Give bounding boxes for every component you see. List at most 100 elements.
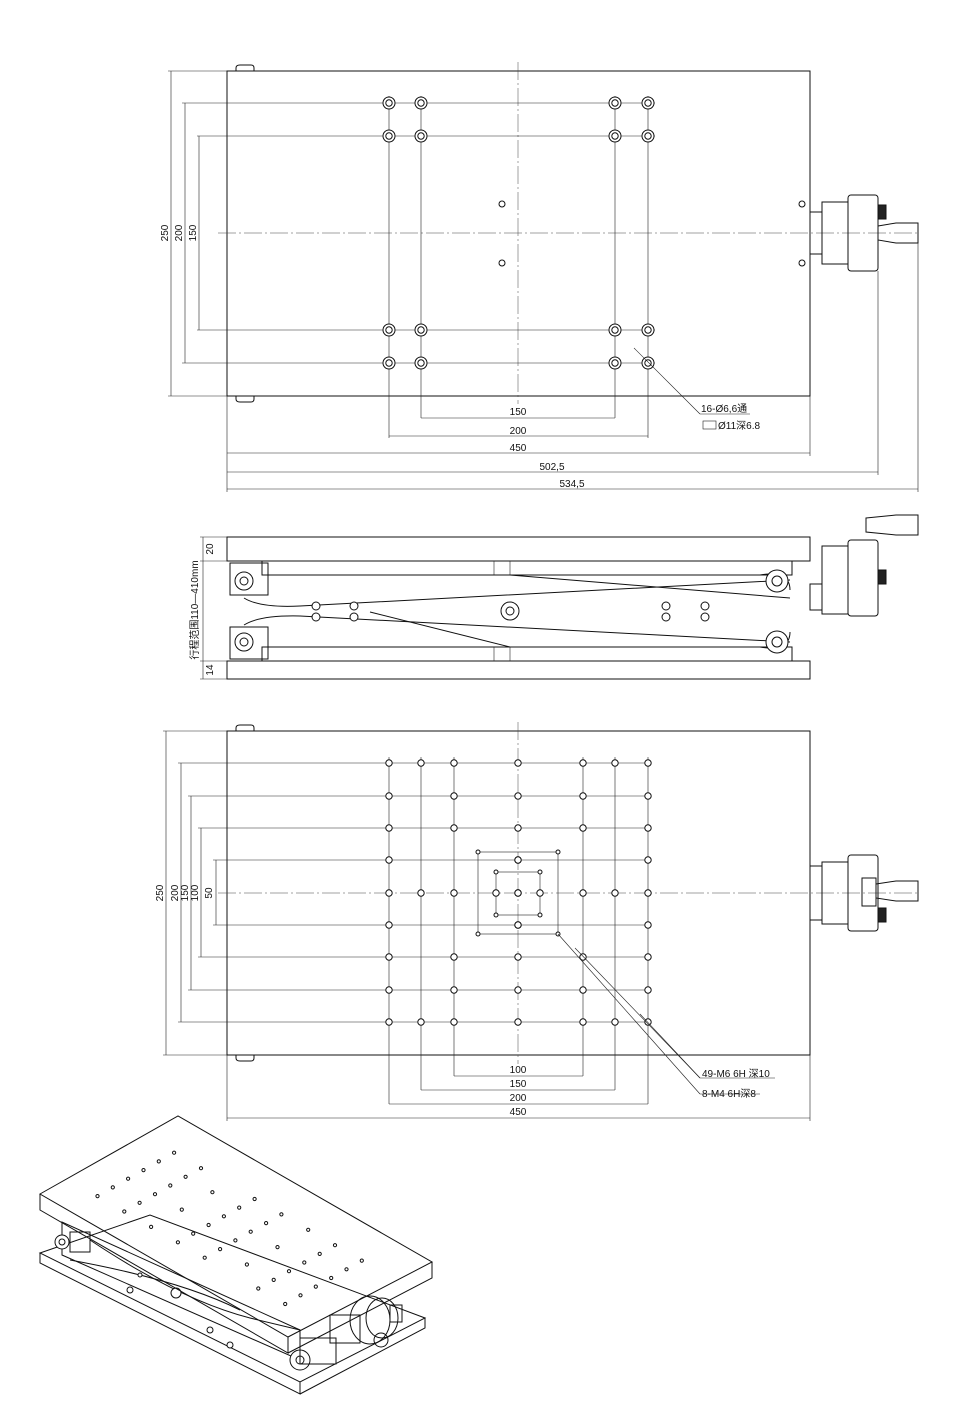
iso-hole: [233, 1238, 238, 1243]
dim-top-200-vertical: 200: [174, 224, 185, 241]
side-view-bottom-plate: [226, 660, 811, 680]
m4-hole: [475, 931, 481, 937]
dim-top-534-5: 534,5: [559, 479, 584, 490]
side-view-upper-rail: [261, 560, 793, 576]
m6-hole: [417, 889, 425, 897]
dim-top-150: 150: [510, 407, 527, 418]
iso-hole: [317, 1251, 322, 1257]
m6-hole: [450, 1018, 458, 1026]
bottom-view: 100 150 200 450 250 200 150 100 50 49-M6…: [155, 722, 920, 1121]
iso-hole: [283, 1301, 288, 1307]
small-hole: [798, 200, 806, 208]
counterbore-hole: [414, 356, 428, 370]
m6-hole: [385, 856, 393, 864]
m6-hole: [579, 953, 587, 961]
callout-counterbore: Ø11深6.8: [718, 420, 760, 432]
m4-hole: [537, 912, 543, 918]
iso-hole: [198, 1166, 204, 1171]
dim-bottom-100-vertical: 100: [190, 884, 201, 901]
iso-top-plate: [38, 1115, 434, 1338]
top-view: 150 200 450 502,5 534,5 250 200 150 16-Ø…: [160, 62, 920, 492]
dim-side-stroke-range: 行程范围110—410mm: [188, 560, 201, 659]
m6-hole: [385, 921, 393, 929]
m6-hole: [514, 986, 522, 994]
m4-hole: [537, 869, 543, 875]
dim-top-450: 450: [510, 443, 527, 454]
m6-hole: [385, 986, 393, 994]
side-view: 20 14 行程范围110—410mm: [188, 514, 919, 680]
m6-hole: [514, 759, 522, 767]
iso-hole: [149, 1224, 154, 1230]
iso-hole: [298, 1293, 303, 1298]
m6-hole: [644, 889, 652, 897]
m6-hole: [417, 759, 425, 767]
m6-hole: [644, 953, 652, 961]
top-view-tab-bottom: [235, 396, 255, 403]
iso-hole: [110, 1185, 115, 1190]
side-view-end-block: [229, 626, 269, 660]
iso-hole: [306, 1227, 311, 1232]
m6-hole: [579, 1018, 587, 1026]
counterbore-hole: [414, 129, 428, 143]
m6-hole: [492, 889, 500, 897]
iso-hole: [359, 1258, 364, 1263]
m6-hole: [579, 759, 587, 767]
iso-hole: [252, 1196, 257, 1202]
counterbore-hole: [382, 96, 396, 110]
side-view-scissor-arm: [270, 631, 791, 649]
counterbore-hole: [641, 96, 655, 110]
side-view-dimension-lines: [200, 536, 227, 680]
m6-hole: [450, 792, 458, 800]
small-hole: [498, 259, 506, 267]
top-view-counterbore-holes: [382, 96, 655, 370]
m6-hole: [385, 1018, 393, 1026]
counterbore-hole: [641, 129, 655, 143]
m6-hole: [385, 759, 393, 767]
dim-side-top-plate: 20: [205, 543, 216, 555]
counterbore-hole: [414, 323, 428, 337]
iso-hole: [95, 1194, 100, 1199]
side-view-scissor-arm: [243, 615, 791, 643]
bottom-view-dimension-lines: [165, 731, 811, 1121]
top-view-dimension-lines: [170, 71, 919, 492]
iso-hole: [126, 1176, 131, 1181]
m6-hole: [450, 889, 458, 897]
iso-hole: [172, 1150, 177, 1155]
dim-bottom-50-vertical: 50: [204, 887, 215, 899]
small-hole: [798, 259, 806, 267]
m6-hole: [611, 1018, 619, 1026]
iso-hole: [202, 1255, 207, 1260]
side-view-end-block: [229, 562, 269, 596]
callout-m4-holes: 8-M4 6H深8: [702, 1088, 756, 1100]
iso-hole: [271, 1277, 276, 1283]
top-view-plate: [226, 70, 811, 397]
m4-hole: [555, 849, 561, 855]
iso-base-plate: [38, 1214, 427, 1383]
m6-hole: [450, 824, 458, 832]
m4-hole: [493, 912, 499, 918]
small-hole: [498, 200, 506, 208]
iso-hole: [264, 1221, 269, 1226]
m6-hole: [514, 921, 522, 929]
m4-hole: [493, 869, 499, 875]
iso-handwheel: [329, 1295, 403, 1348]
top-view-hole-guides: [168, 70, 655, 438]
m6-hole: [514, 824, 522, 832]
m6-hole: [514, 953, 522, 961]
m6-hole: [450, 759, 458, 767]
m6-hole: [611, 759, 619, 767]
callout-through-holes: 16-Ø6,6通: [701, 403, 747, 415]
m6-hole: [385, 792, 393, 800]
counterbore-hole: [382, 129, 396, 143]
m6-hole: [644, 792, 652, 800]
dim-bottom-100: 100: [510, 1065, 527, 1076]
counterbore-hole: [414, 96, 428, 110]
bottom-view-handwheel: [809, 854, 919, 932]
m6-hole: [514, 792, 522, 800]
iso-hole: [218, 1247, 223, 1252]
dim-bottom-150-vertical: 150: [180, 884, 191, 901]
dim-top-150-vertical: 150: [188, 224, 199, 241]
dim-bottom-200: 200: [510, 1093, 527, 1104]
dim-bottom-450: 450: [510, 1107, 527, 1118]
dim-bottom-250: 250: [155, 884, 166, 901]
